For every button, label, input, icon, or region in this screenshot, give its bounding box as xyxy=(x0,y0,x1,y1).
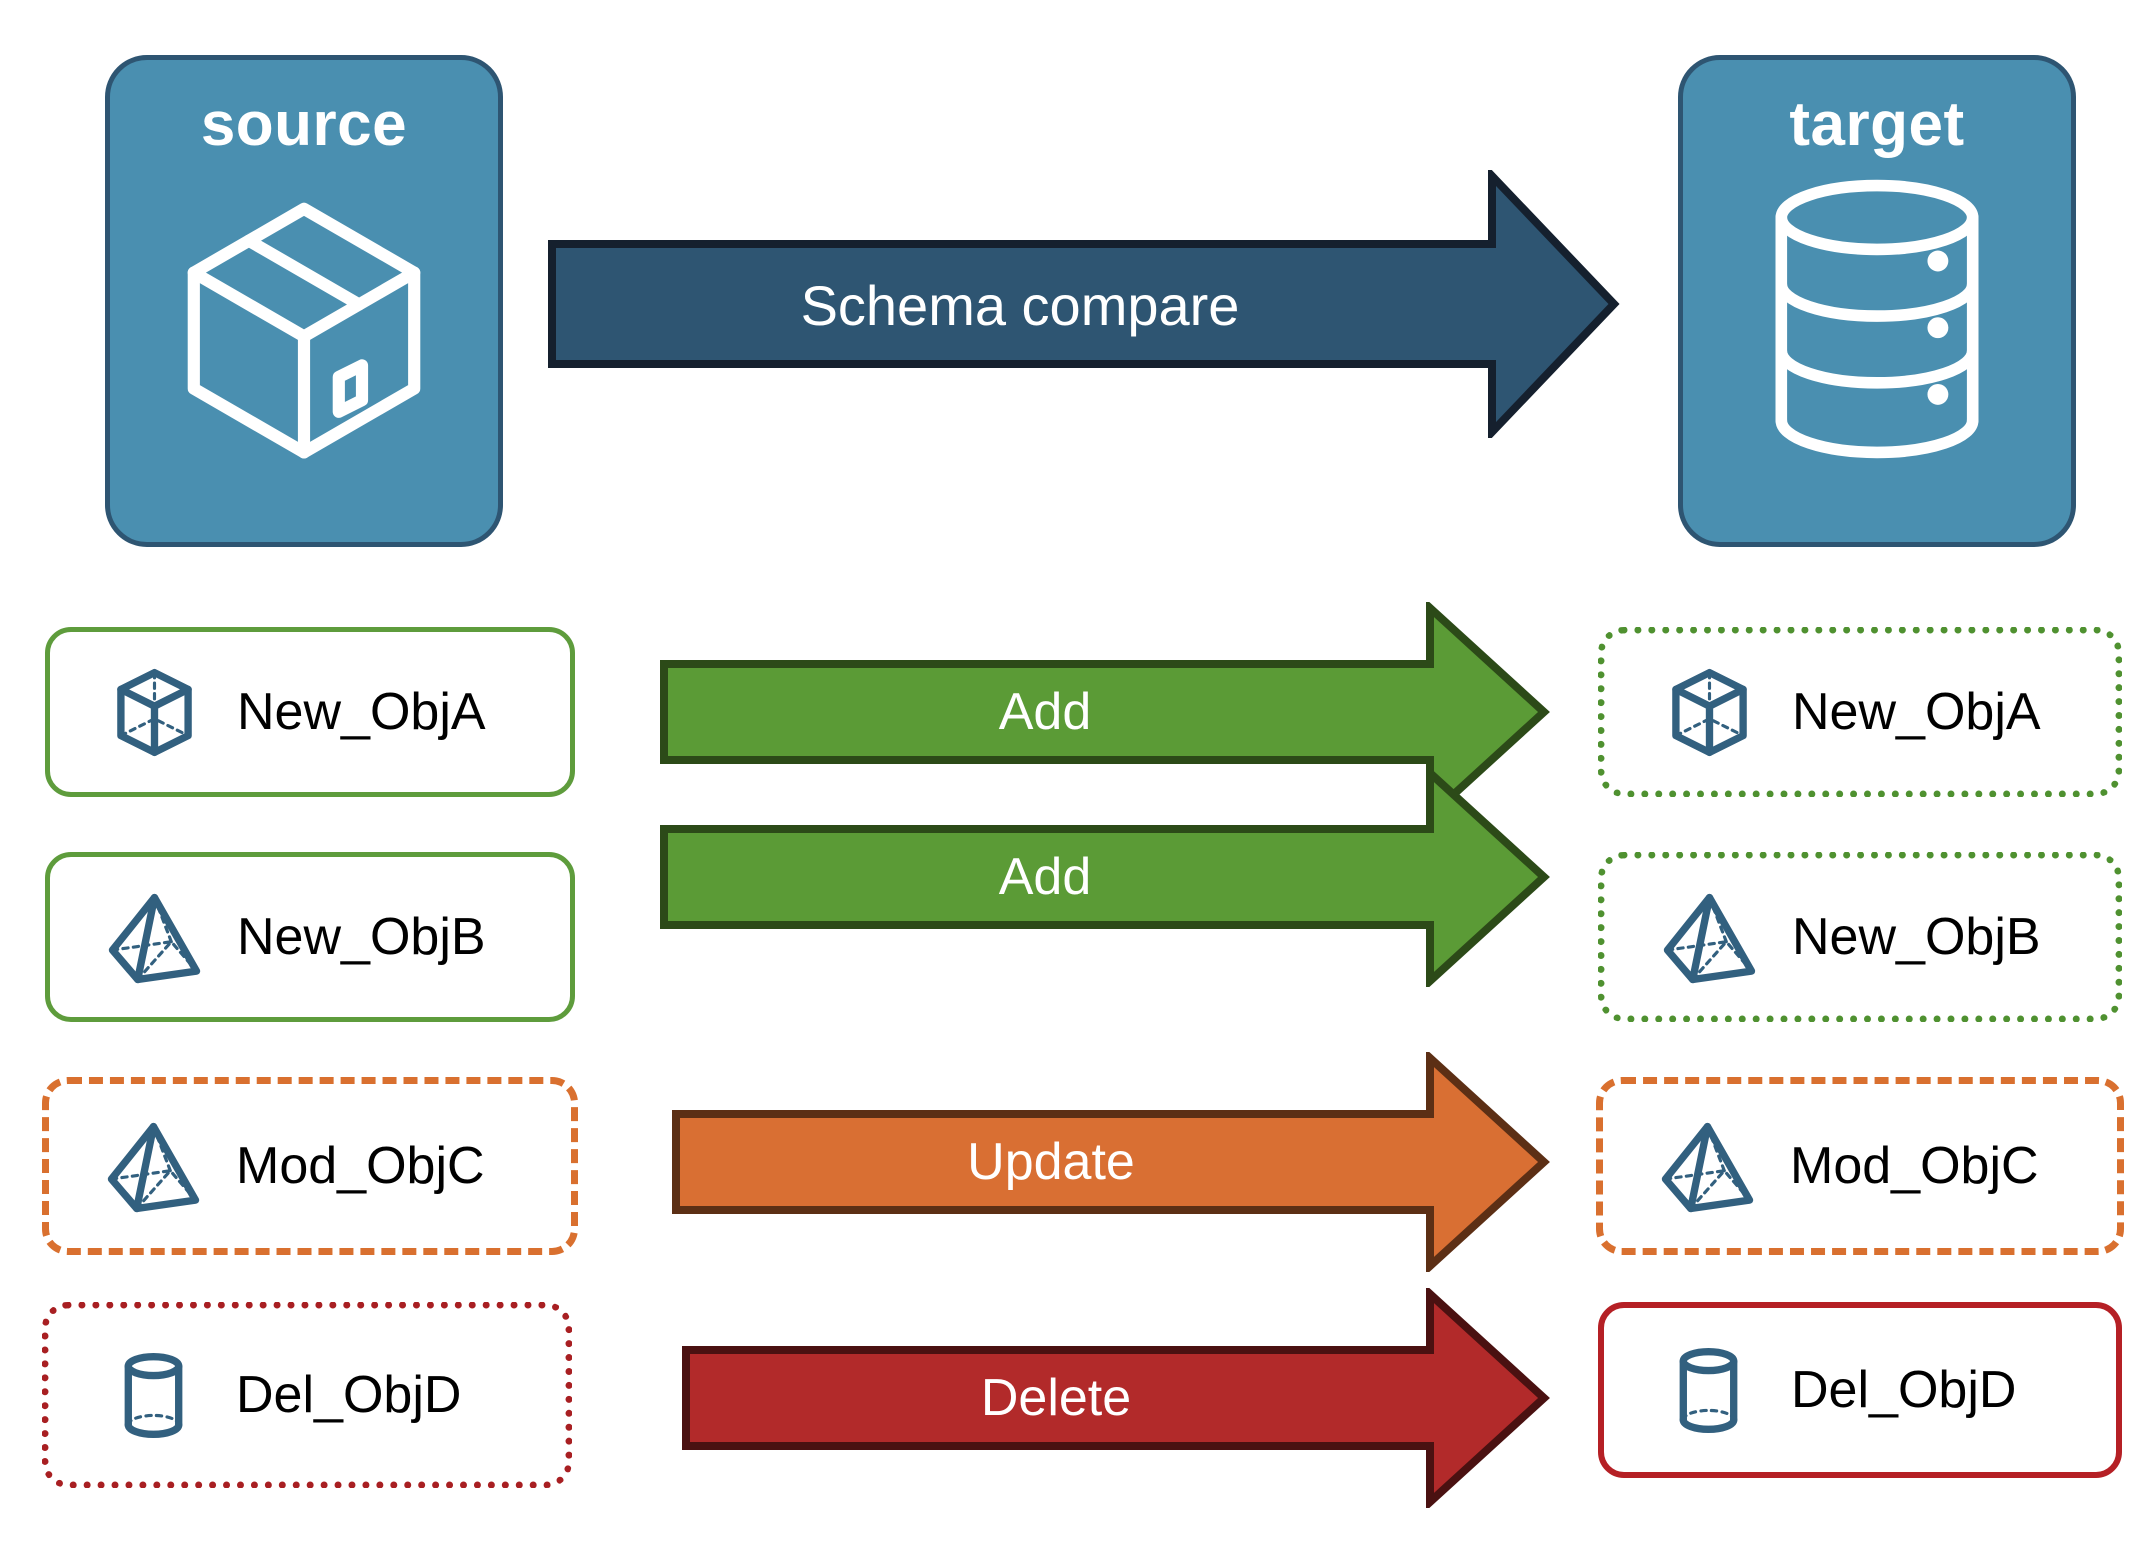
target-object-box-3[interactable]: Mod_ObjC xyxy=(1596,1077,2124,1255)
wireframe-cube-icon xyxy=(102,660,207,765)
wireframe-pyramid-icon xyxy=(1655,1114,1760,1219)
package-box-icon xyxy=(110,174,498,464)
row-arrow-3[interactable]: Update xyxy=(672,1048,1550,1276)
source-object-label-1: New_ObjA xyxy=(237,683,486,741)
schema-compare-arrow-label: Schema compare xyxy=(800,274,1240,337)
source-panel[interactable]: source xyxy=(105,55,503,547)
database-cylinder-icon xyxy=(1683,174,2071,464)
target-object-box-4[interactable]: Del_ObjD xyxy=(1598,1302,2122,1478)
row-arrow-1[interactable]: Add xyxy=(660,598,1550,826)
source-panel-title: source xyxy=(200,90,408,159)
row-arrow-label-2: Add xyxy=(998,848,1092,906)
row-arrow-2[interactable]: Add xyxy=(660,763,1550,991)
wireframe-cube-icon xyxy=(1657,660,1762,765)
target-object-box-2[interactable]: New_ObjB xyxy=(1598,852,2122,1022)
source-object-box-4[interactable]: Del_ObjD xyxy=(42,1302,572,1488)
target-object-label-4: Del_ObjD xyxy=(1791,1361,2017,1419)
source-object-box-2[interactable]: New_ObjB xyxy=(45,852,575,1022)
target-object-label-2: New_ObjB xyxy=(1792,908,2041,966)
target-object-box-1[interactable]: New_ObjA xyxy=(1598,627,2122,797)
wireframe-cylinder-icon xyxy=(1656,1338,1761,1443)
wireframe-pyramid-icon xyxy=(102,885,207,990)
source-object-box-1[interactable]: New_ObjA xyxy=(45,627,575,797)
row-arrow-label-4: Delete xyxy=(980,1369,1132,1427)
source-object-label-4: Del_ObjD xyxy=(236,1366,462,1424)
target-panel-title: target xyxy=(1789,90,1965,159)
wireframe-cylinder-icon xyxy=(101,1343,206,1448)
wireframe-pyramid-icon xyxy=(1657,885,1762,990)
source-object-label-3: Mod_ObjC xyxy=(236,1137,485,1195)
row-arrow-label-1: Add xyxy=(998,683,1092,741)
wireframe-pyramid-icon xyxy=(101,1114,206,1219)
target-panel[interactable]: target xyxy=(1678,55,2076,547)
schema-compare-arrow[interactable]: Schema compare xyxy=(548,166,1620,442)
source-object-label-2: New_ObjB xyxy=(237,908,486,966)
source-object-box-3[interactable]: Mod_ObjC xyxy=(42,1077,578,1255)
target-object-label-3: Mod_ObjC xyxy=(1790,1137,2039,1195)
row-arrow-label-3: Update xyxy=(967,1133,1135,1191)
target-object-label-1: New_ObjA xyxy=(1792,683,2041,741)
row-arrow-4[interactable]: Delete xyxy=(682,1284,1550,1512)
